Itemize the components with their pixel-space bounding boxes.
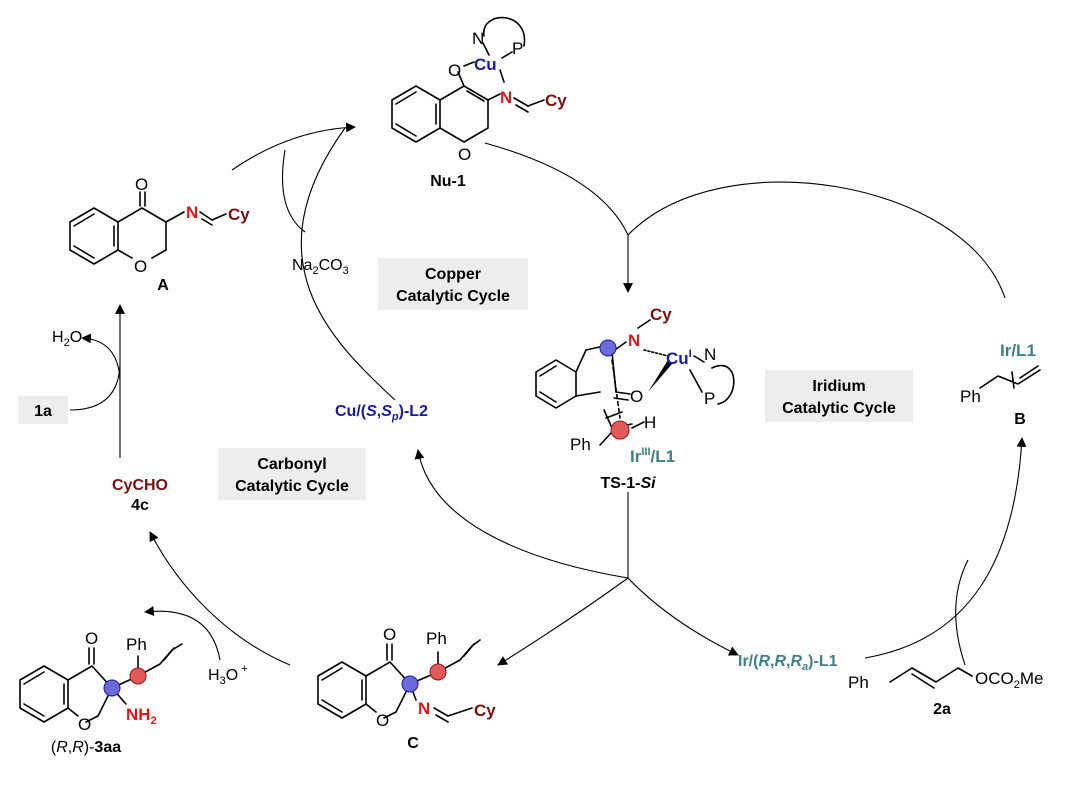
svg-text:Catalytic Cycle: Catalytic Cycle <box>396 288 510 305</box>
svg-text:Ir/(R,R,Ra)-L1: Ir/(R,R,Ra)-L1 <box>738 653 838 673</box>
svg-text:CuI: CuI <box>666 348 692 368</box>
svg-text:Ph: Ph <box>848 673 869 692</box>
copper-cycle-box: Copper Catalytic Cycle <box>378 258 528 310</box>
svg-text:4c: 4c <box>131 497 149 514</box>
carbonyl-cycle-box: Carbonyl Catalytic Cycle <box>218 448 366 500</box>
arrow-to-c <box>497 577 629 666</box>
arrow-a-to-nu1 <box>231 122 356 171</box>
svg-text:Iridium: Iridium <box>812 378 865 395</box>
svg-text:OCO2Me: OCO2Me <box>975 669 1043 691</box>
compound-a: O N Cy O A <box>69 175 250 294</box>
arrow-h2o-out <box>81 333 121 381</box>
compound-2a: Ph OCO2Me 2a <box>848 667 1043 718</box>
svg-text:Ph: Ph <box>126 635 147 654</box>
catalyst-ir: Ir/(R,R,Ra)-L1 <box>738 653 838 673</box>
catalyst-cu: Cu/(S,Sp)-L2 <box>335 403 428 423</box>
svg-text:Cu: Cu <box>474 55 497 74</box>
svg-text:O: O <box>630 387 643 406</box>
svg-text:Na2CO3: Na2CO3 <box>292 257 349 277</box>
svg-text:NH2: NH2 <box>126 705 157 727</box>
arrow-cu-to-nu1 <box>300 127 396 401</box>
arrow-b-to-ts <box>627 181 1006 299</box>
svg-text:N: N <box>186 203 198 222</box>
cycle-arrows <box>69 122 1027 666</box>
svg-text:1a: 1a <box>34 403 52 420</box>
arrow-to-cu-cat <box>414 449 629 579</box>
compound-cycho: CyCHO 4c <box>112 477 168 514</box>
svg-text:Cy: Cy <box>650 305 672 324</box>
svg-text:Copper: Copper <box>425 266 481 283</box>
svg-text:O: O <box>85 629 98 648</box>
transition-state-ts1: Cy N CuI N P O O H Ph IrIII/L1 TS-1-Si <box>535 305 735 492</box>
compound-3aa: O Ph NH2 O (R,R)-3aa <box>19 629 183 756</box>
svg-text:Carbonyl: Carbonyl <box>257 456 326 473</box>
reagent-h3o: H3O+ <box>208 663 248 687</box>
svg-text:Catalytic Cycle: Catalytic Cycle <box>782 400 896 417</box>
svg-text:Ir/L1: Ir/L1 <box>1000 341 1036 360</box>
arrow-nu1-to-ts <box>484 142 629 236</box>
arrow-to-ir-cat <box>627 577 739 656</box>
svg-text:IrIII/L1: IrIII/L1 <box>630 446 675 466</box>
svg-text:N: N <box>628 331 640 350</box>
compound-nu1: O Cu N P N Cy O Nu-1 <box>391 16 567 190</box>
svg-text:O: O <box>78 715 91 734</box>
arrow-ir-to-b <box>864 437 1027 659</box>
svg-text:P: P <box>512 39 523 58</box>
svg-text:N: N <box>418 699 430 718</box>
svg-text:O: O <box>135 175 148 194</box>
svg-text:O: O <box>458 145 471 164</box>
svg-text:(R,R)-3aa: (R,R)-3aa <box>51 739 121 756</box>
reagent-h2o: H2O <box>52 329 82 349</box>
svg-text:Catalytic Cycle: Catalytic Cycle <box>235 478 349 495</box>
reagent-na2co3: Na2CO3 <box>292 257 349 277</box>
svg-text:CyCHO: CyCHO <box>112 477 168 494</box>
reagent-1a: 1a <box>18 396 68 424</box>
svg-text:H2O: H2O <box>52 329 82 349</box>
svg-text:Cy: Cy <box>474 701 496 720</box>
svg-text:N: N <box>704 345 716 364</box>
svg-text:O: O <box>383 625 396 644</box>
svg-text:O: O <box>134 257 147 276</box>
svg-text:H3O+: H3O+ <box>208 663 248 687</box>
svg-text:Cy: Cy <box>545 91 567 110</box>
arrow-2a-in <box>955 559 969 666</box>
svg-text:2a: 2a <box>933 701 951 718</box>
svg-text:B: B <box>1014 411 1026 428</box>
arrow-h3o-to-3aa <box>144 606 221 661</box>
svg-text:N: N <box>500 88 512 107</box>
compound-b: Ir/L1 Ph B <box>960 341 1041 428</box>
svg-text:A: A <box>157 277 169 294</box>
svg-text:Cy: Cy <box>228 205 250 224</box>
svg-text:C: C <box>407 735 419 752</box>
svg-text:Ph: Ph <box>960 387 981 406</box>
svg-text:H: H <box>644 413 656 432</box>
svg-text:O: O <box>448 61 461 80</box>
arrow-to-cycho <box>149 531 291 666</box>
arrow-1a-in <box>69 364 121 411</box>
svg-text:P: P <box>704 389 715 408</box>
compound-c: O Ph N Cy O C <box>317 625 496 752</box>
svg-text:TS-1-Si: TS-1-Si <box>600 475 656 492</box>
svg-text:N: N <box>472 29 484 48</box>
svg-text:O: O <box>376 711 389 730</box>
arrow-na2co3 <box>282 149 306 233</box>
svg-text:Ph: Ph <box>426 629 447 648</box>
svg-text:Ph: Ph <box>570 435 591 454</box>
iridium-cycle-box: Iridium Catalytic Cycle <box>765 370 913 422</box>
svg-text:Nu-1: Nu-1 <box>430 173 466 190</box>
svg-text:Cu/(S,Sp)-L2: Cu/(S,Sp)-L2 <box>335 403 428 423</box>
